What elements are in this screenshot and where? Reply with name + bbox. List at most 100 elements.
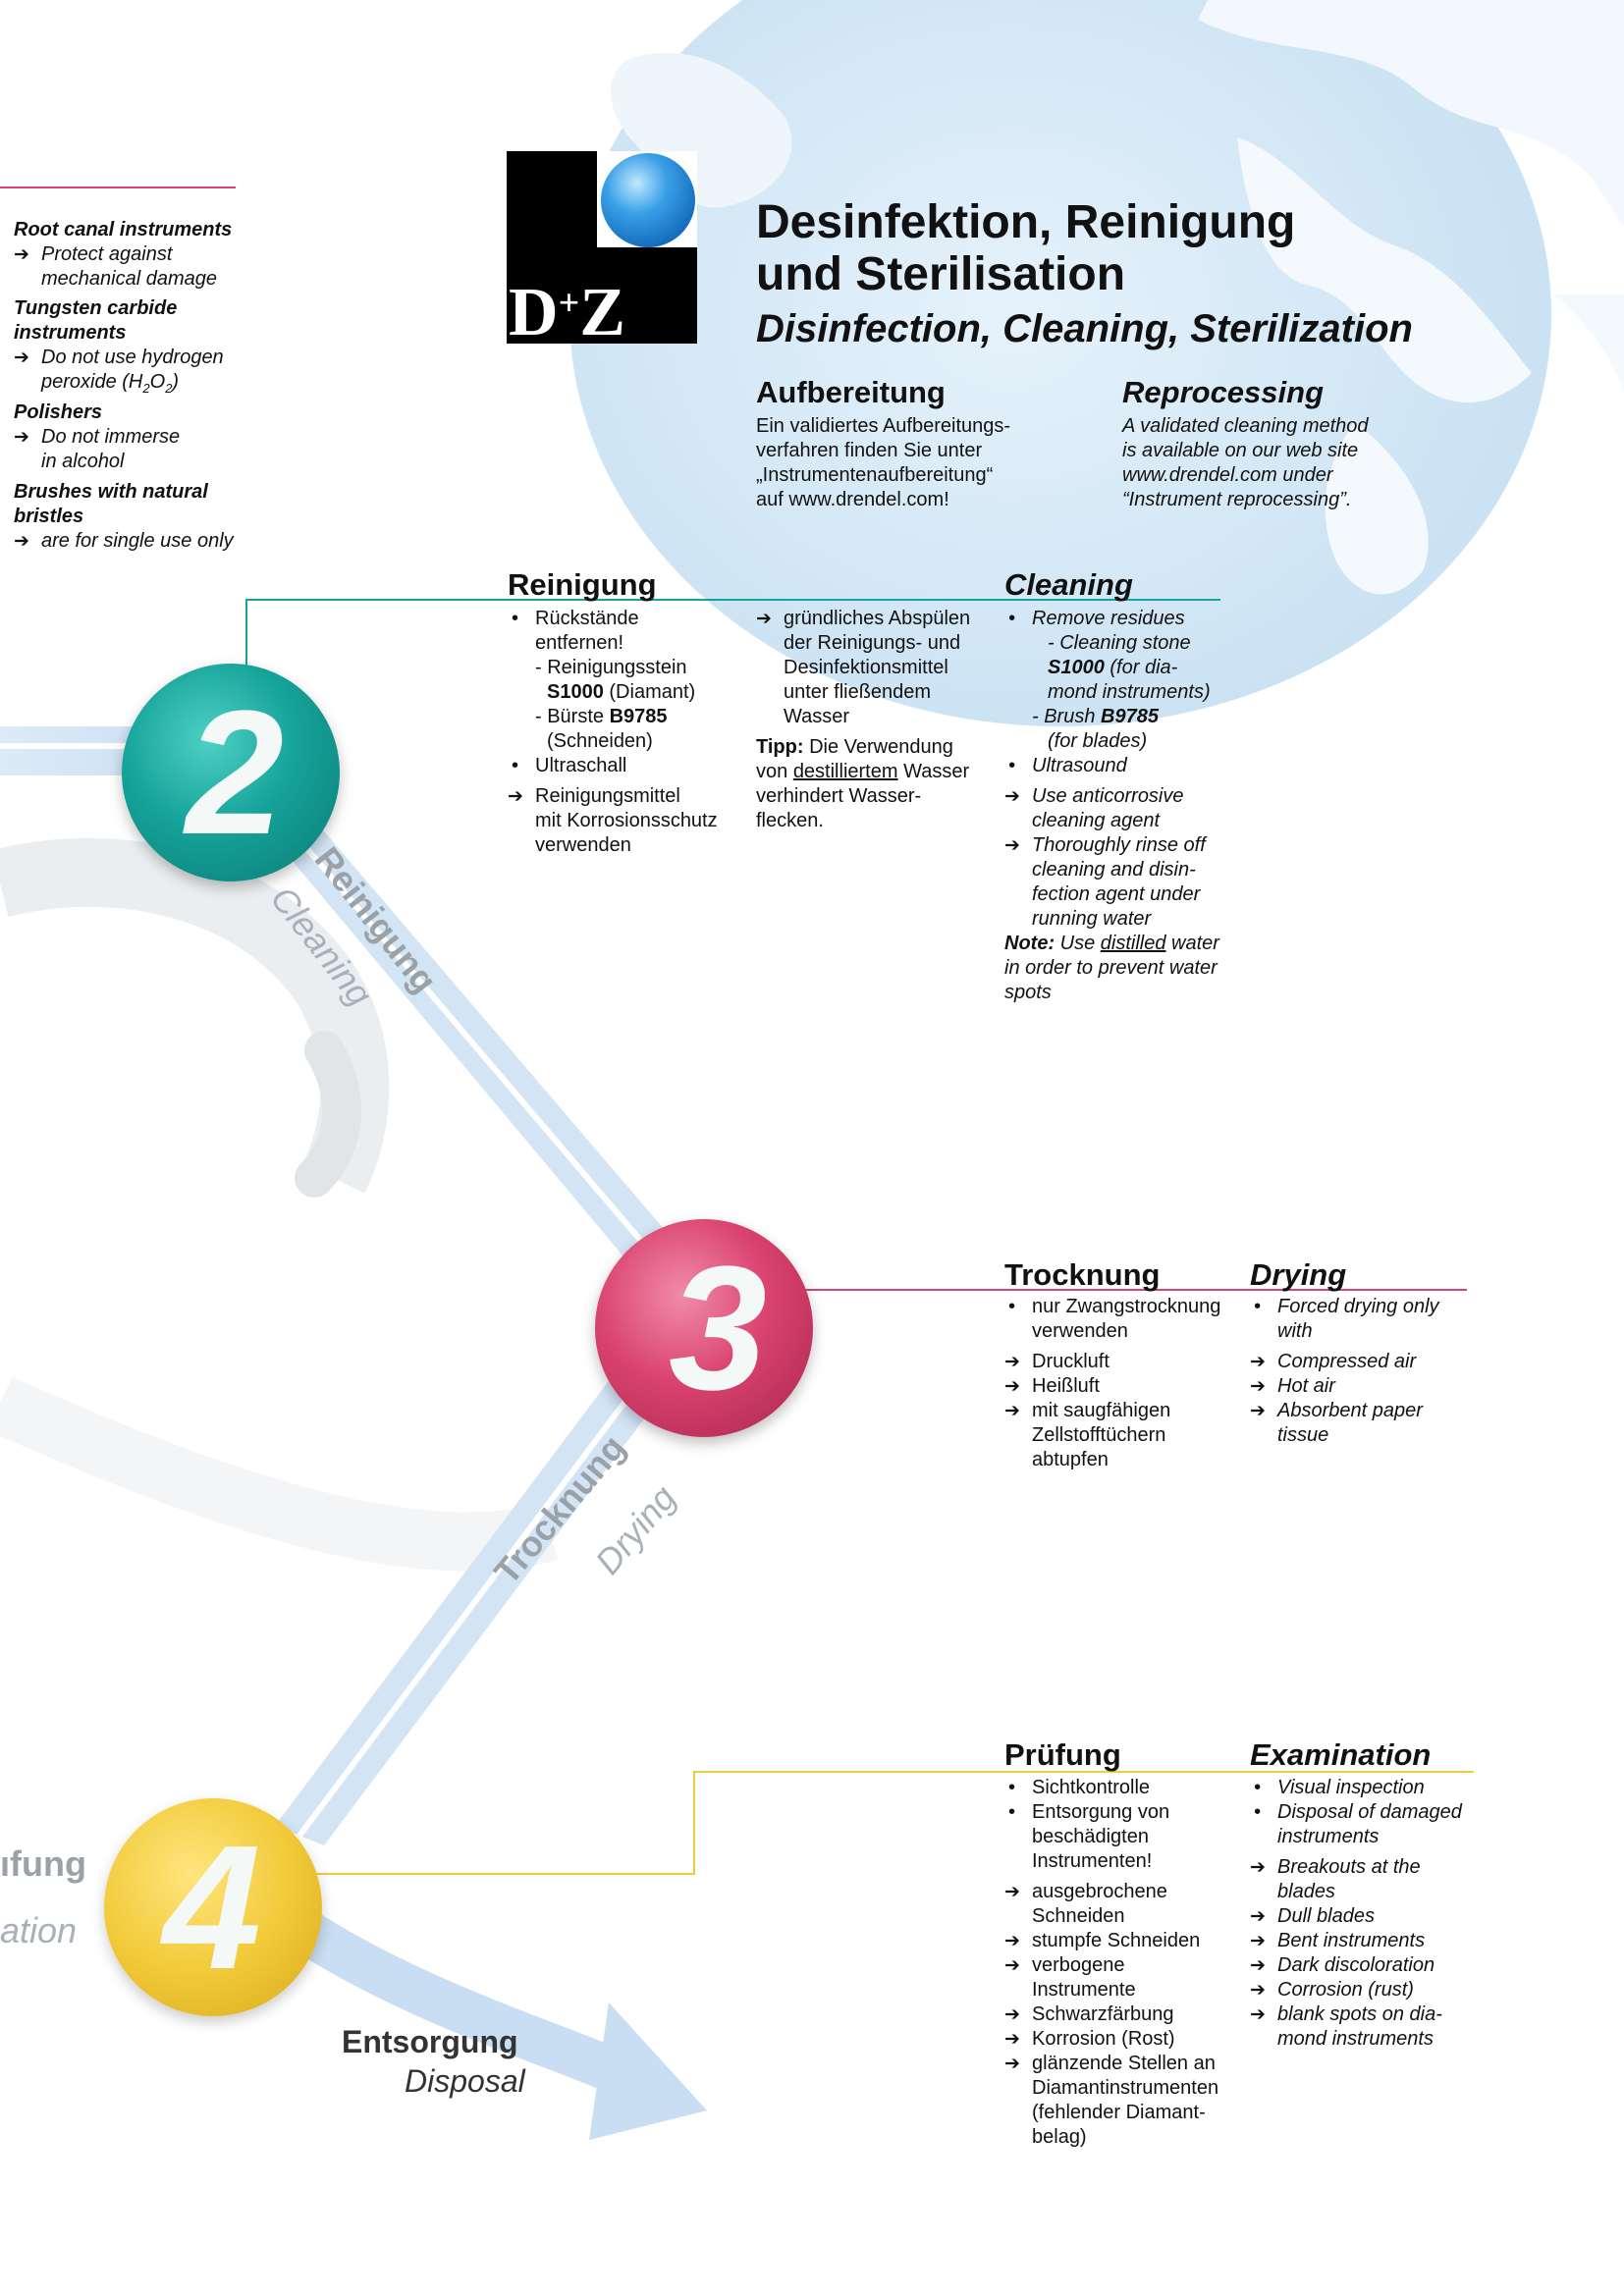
list-item: S1000 (for dia- [1048,657,1178,678]
exam-de-heading: Prüfung [1004,1737,1121,1772]
list-item: S1000 (Diamant) [547,681,696,703]
list-item: Heißluft [1004,1374,1240,1399]
list-item: Dull blades [1250,1904,1486,1929]
list-item: glänzende Stellen anDiamantinstrumenten(… [1004,2052,1240,2150]
sidebar-notes-brushes: are for single use only [14,529,234,554]
sidebar-title-root-canal: Root canal instruments [14,219,233,240]
logo-letter-d: D [509,275,559,350]
sidebar-title-polishers: Polishers [14,401,103,423]
reprocessing-line: www.drendel.com under [1122,464,1333,486]
sidebar-title-tungsten-2: instruments [14,322,127,344]
list-item: Visual inspection [1250,1776,1486,1800]
cleaning-en-heading: Cleaning [1004,567,1133,602]
list-item: Compressed air [1250,1350,1466,1374]
logo-blue-sphere [601,153,695,247]
list-item: Ultrasound [1004,754,1240,778]
list-item: Sichtkontrolle [1004,1776,1240,1800]
disposal-de: Entsorgung [342,2024,518,2059]
list-item: (Schneiden) [547,730,653,752]
list-item: Hot air [1250,1374,1466,1399]
step-2-circle: 2 [122,664,340,881]
cleaning-rule [245,599,1220,601]
sidebar-note: Protect against [14,242,217,267]
list-item: - Brush B9785 [1032,706,1159,727]
list-item: - Cleaning stone [1048,632,1191,654]
drying-de-heading: Trocknung [1004,1257,1161,1292]
list-item: stumpfe Schneiden [1004,1929,1240,1953]
cleaning-de-heading: Reinigung [508,567,657,602]
logo-letters: D+Z [507,269,697,347]
sidebar-notes-tungsten: Do not use hydrogen peroxide (H2O2) [14,346,224,400]
exam-en-heading: Examination [1250,1737,1432,1772]
list-item: Bent instruments [1250,1929,1486,1953]
exam-en-list: Visual inspection Disposal of damagedins… [1250,1776,1486,2052]
step-3-circle: 3 [595,1219,813,1437]
cleaning-connector [245,599,247,667]
exam-connector [693,1771,695,1875]
title-en: Disinfection, Cleaning, Sterilization [756,307,1413,350]
globe-image [569,0,1624,726]
aufbereitung-line: auf www.drendel.com! [756,489,949,510]
dz-logo: D+Z [507,151,697,347]
cleaning-en-note: Note: Use distilled water in order to pr… [1004,933,1219,1003]
sidebar-title-brushes-2: bristles [14,506,84,527]
aufbereitung-line: „Instrumentenaufbereitung“ [756,464,994,486]
list-item: - Reinigungsstein [535,657,687,678]
list-item: mond instruments) [1048,681,1211,703]
cleaning-de-tip: Tipp: Die Verwendung von destilliertem W… [756,736,970,831]
title-de-line1: Desinfektion, Reinigung [756,196,1296,248]
sidebar-title-brushes: Brushes with natural [14,481,208,503]
reprocessing-line: “Instrument reprocessing”. [1122,489,1352,510]
exam-connector-h [314,1873,695,1875]
band-label-pruefung-partial: ıfung [0,1843,86,1884]
exam-de-list: Sichtkontrolle Entsorgung vonbeschädigte… [1004,1776,1240,2150]
reprocessing-text: A validated cleaning method is available… [1122,414,1369,512]
sidebar-notes-root-canal: Protect against mechanical damage [14,242,217,292]
disposal-en: Disposal [405,2063,525,2099]
reprocessing-heading: Reprocessing [1122,375,1325,409]
sidebar-note: Do not use hydrogen [14,346,224,370]
sidebar-note-formula: peroxide (H2O2) [41,371,180,396]
list-item: Dark discoloration [1250,1953,1486,1978]
drying-rule [805,1289,1467,1291]
list-item: (for blades) [1048,730,1148,752]
step-4-number: 4 [162,1809,262,2006]
step-3-number: 3 [668,1230,768,1427]
list-item: blank spots on dia-mond instruments [1250,2002,1486,2052]
sidebar-notes-polishers: Do not immerse in alcohol [14,425,180,474]
aufbereitung-line: Ein validiertes Aufbereitungs- [756,415,1011,437]
sidebar-title-tungsten: Tungsten carbide [14,297,178,319]
sidebar-note: in alcohol [41,451,125,472]
logo-letter-z: Z [579,275,625,350]
reprocessing-line: is available on our web site [1122,440,1359,461]
band-label-examination-partial: ation [0,1910,78,1950]
logo-plus: + [558,283,580,324]
list-item: Remove residues [1004,607,1240,631]
exam-rule [693,1771,1474,1773]
sidebar-top-rule [0,187,236,188]
sidebar-note: are for single use only [14,529,234,554]
list-item: Korrosion (Rost) [1004,2027,1240,2052]
list-item: - Bürste B9785 [535,706,668,727]
reprocessing-line: A validated cleaning method [1122,415,1369,437]
step-2-number: 2 [185,674,285,872]
aufbereitung-text: Ein validiertes Aufbereitungs- verfahren… [756,414,1010,512]
title-de-line2: und Sterilisation [756,248,1126,300]
list-item: Druckluft [1004,1350,1240,1374]
